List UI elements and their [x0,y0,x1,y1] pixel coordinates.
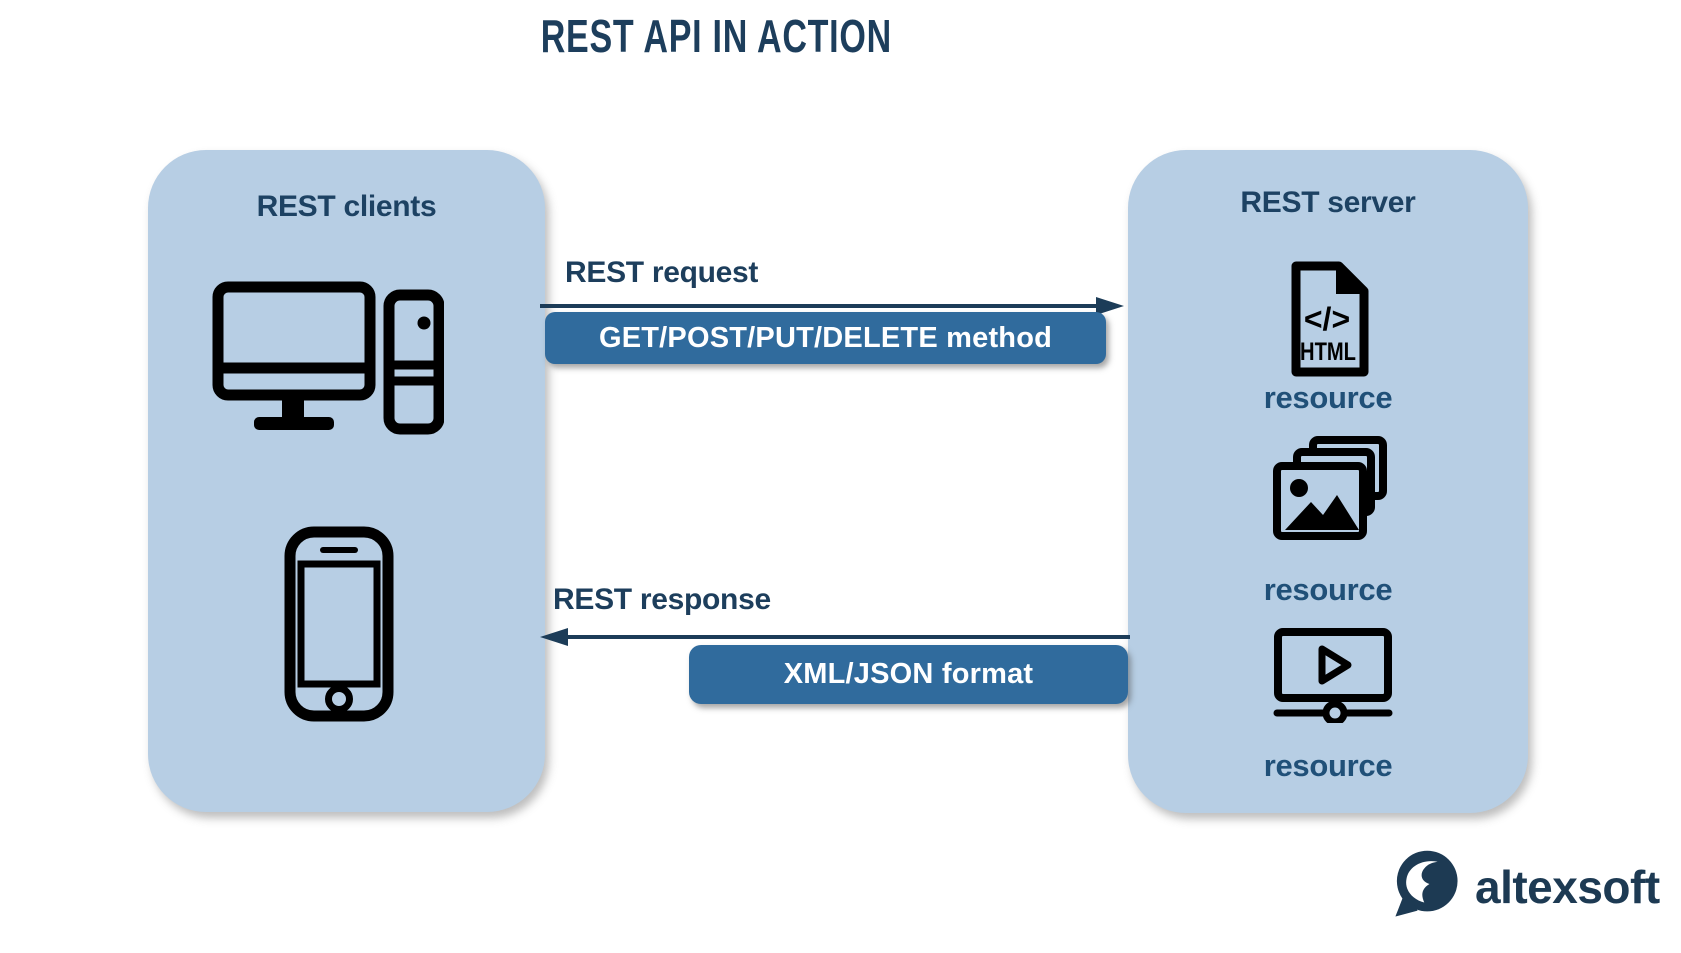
request-label: REST request [565,256,759,289]
server-box: REST server </> HTML resource resource r… [1128,150,1528,813]
client-box-label: REST clients [256,190,437,223]
altexsoft-logo-mark [1395,850,1458,917]
client-box: REST clients [148,150,545,812]
image-stack-icon [1273,436,1387,540]
altexsoft-logo-text: altexsoft [1475,861,1660,913]
request-arrow [540,297,1124,315]
server-box-label: REST server [1240,186,1416,219]
page-title: REST API IN ACTION [540,10,892,62]
html-file-icon: </> HTML [1291,261,1369,377]
svg-text:HTML: HTML [1300,338,1356,366]
resource-label-html: resource [1263,380,1393,415]
svg-text:</>: </> [1304,301,1350,337]
request-method-badge: GET/POST/PUT/DELETE method [545,312,1106,364]
response-arrow [540,628,1130,646]
desktop-computer-icon [212,281,444,435]
altexsoft-logo: altexsoft [1388,846,1660,922]
response-format-badge: XML/JSON format [689,645,1128,704]
resource-label-video: resource [1263,748,1393,783]
response-label: REST response [553,583,771,616]
video-player-icon [1273,628,1393,723]
smartphone-icon [284,526,394,722]
resource-label-images: resource [1263,572,1393,607]
